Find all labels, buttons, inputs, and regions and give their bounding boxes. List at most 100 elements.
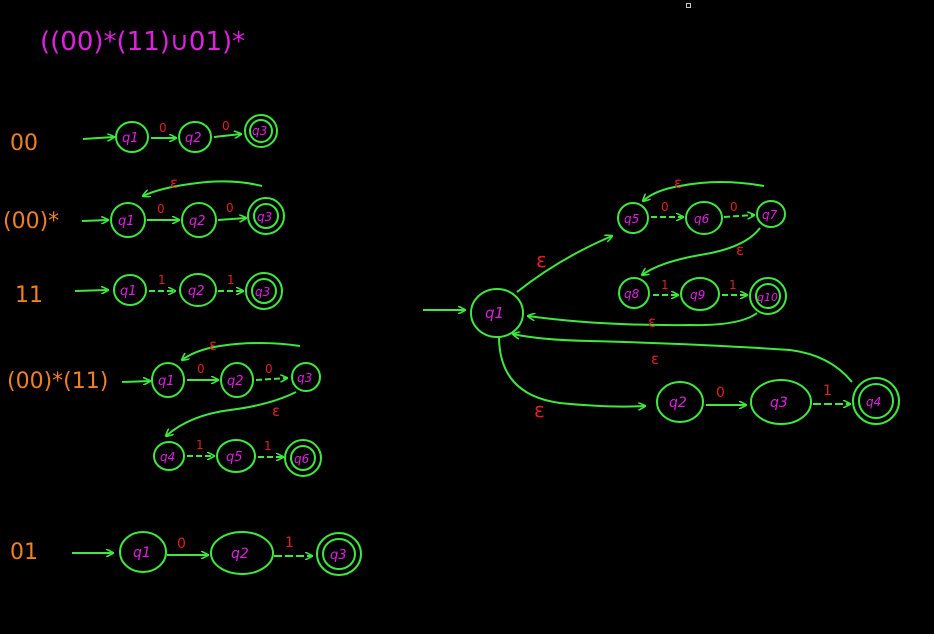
state-name: q1 (120, 284, 137, 299)
fragment-00-star: (00)* ε q1 0 q2 0 q3 (3, 174, 285, 238)
epsilon-symbol: ε (736, 241, 744, 259)
accept-state-outer (749, 277, 787, 315)
fragment-01: 01 q1 0 q2 1 q3 (10, 531, 362, 576)
state-node (178, 121, 212, 153)
epsilon-loop-arrow (643, 181, 765, 201)
epsilon-symbol: ε (651, 350, 659, 368)
state-name: q1 (485, 304, 504, 322)
epsilon-symbol: ε (209, 336, 217, 354)
state-node (113, 274, 147, 306)
state-node (685, 201, 723, 235)
transition-symbol: 1 (661, 278, 669, 292)
transition-symbol: 0 (730, 200, 738, 214)
accept-state-inner (251, 278, 277, 304)
state-name: q6 (694, 212, 710, 226)
combined-nfa: q1 ε ε ε q5 0 q6 0 q7 ε q8 1 q9 1 (423, 174, 900, 425)
state-name: q1 (158, 374, 175, 389)
state-name: q3 (297, 371, 312, 385)
epsilon-symbol: ε (674, 174, 682, 192)
state-name: q10 (757, 291, 778, 304)
epsilon-return-arrow (528, 312, 758, 327)
state-name: q5 (624, 212, 639, 226)
cursor-marker (686, 3, 691, 8)
epsilon-link-arrow (166, 391, 297, 436)
epsilon-symbol: ε (170, 174, 178, 192)
transition-symbol: 1 (729, 278, 737, 292)
accept-state-outer (852, 377, 900, 425)
state-name: q5 (226, 450, 243, 465)
state-name: q4 (160, 450, 175, 464)
state-name: q2 (231, 546, 249, 562)
start-arrow (121, 381, 150, 382)
fragment-00: 00 q1 0 q2 0 q3 (10, 114, 278, 156)
transition-symbol: 0 (159, 121, 167, 135)
fragment-label: (00)* (3, 209, 59, 234)
accept-state-outer (244, 114, 278, 148)
state-name: q8 (624, 287, 640, 301)
accept-state-outer (245, 272, 283, 310)
accept-state-outer (284, 439, 322, 477)
state-node (750, 379, 812, 425)
transition-arrow (255, 378, 287, 380)
epsilon-arrow-upper (516, 236, 612, 293)
accept-state-outer (247, 197, 285, 235)
accept-state-inner (858, 383, 894, 419)
fragment-label: 01 (10, 540, 38, 565)
epsilon-link-arrow (642, 227, 761, 275)
state-node (210, 531, 274, 575)
regex-expression: ((00)*(11)∪01)* (40, 27, 245, 57)
transition-symbol: 0 (226, 201, 234, 215)
state-node (291, 362, 321, 392)
fragment-label: (00)*(11) (7, 369, 108, 394)
state-name: q1 (133, 545, 151, 561)
accept-state-inner (322, 538, 356, 570)
state-node (110, 202, 146, 238)
fragment-11: 11 q1 1 q2 1 q3 (15, 272, 283, 310)
transition-arrow (217, 218, 246, 220)
transition-symbol: 0 (716, 385, 725, 401)
state-name: q2 (185, 131, 202, 146)
state-node (115, 121, 149, 153)
state-node (119, 531, 167, 573)
transition-arrow (213, 134, 241, 137)
epsilon-return-arrow (513, 334, 853, 383)
state-name: q2 (227, 374, 244, 389)
epsilon-loop-arrow (143, 180, 263, 196)
accept-state-inner (253, 203, 279, 229)
epsilon-symbol: ε (648, 313, 656, 331)
epsilon-arrow-lower (498, 337, 645, 407)
state-node (220, 362, 254, 398)
start-arrow (81, 220, 108, 221)
transition-symbol: 1 (823, 383, 832, 399)
start-arrow (82, 137, 114, 139)
transition-symbol: 0 (177, 536, 186, 552)
accept-state-inner (755, 283, 781, 309)
state-node (617, 202, 649, 234)
accept-state-inner (290, 445, 316, 471)
start-state-node (470, 288, 524, 338)
transition-symbol: 1 (196, 438, 204, 452)
state-name: q3 (257, 210, 272, 224)
state-name: q2 (669, 395, 687, 411)
transition-symbol: 0 (197, 362, 205, 376)
state-node (756, 200, 786, 228)
transition-arrow (723, 215, 754, 217)
transition-symbol: 0 (222, 119, 230, 133)
transition-symbol: 0 (661, 200, 669, 214)
transition-symbol: 0 (265, 362, 273, 376)
state-node (680, 277, 720, 311)
start-arrow (74, 290, 108, 291)
state-name: q7 (762, 208, 778, 222)
state-node (179, 273, 217, 307)
state-name: q3 (252, 124, 267, 138)
state-name: q2 (188, 284, 205, 299)
state-node (618, 277, 650, 309)
epsilon-symbol: ε (534, 398, 545, 422)
state-name: q1 (122, 131, 139, 146)
state-name: q3 (330, 548, 347, 563)
fragment-label: 00 (10, 131, 38, 156)
state-node (656, 381, 704, 423)
state-node (151, 362, 185, 398)
fragment-00-star-11: (00)*(11) ε q1 0 q2 0 q3 ε q4 1 q5 1 q6 (7, 336, 322, 477)
